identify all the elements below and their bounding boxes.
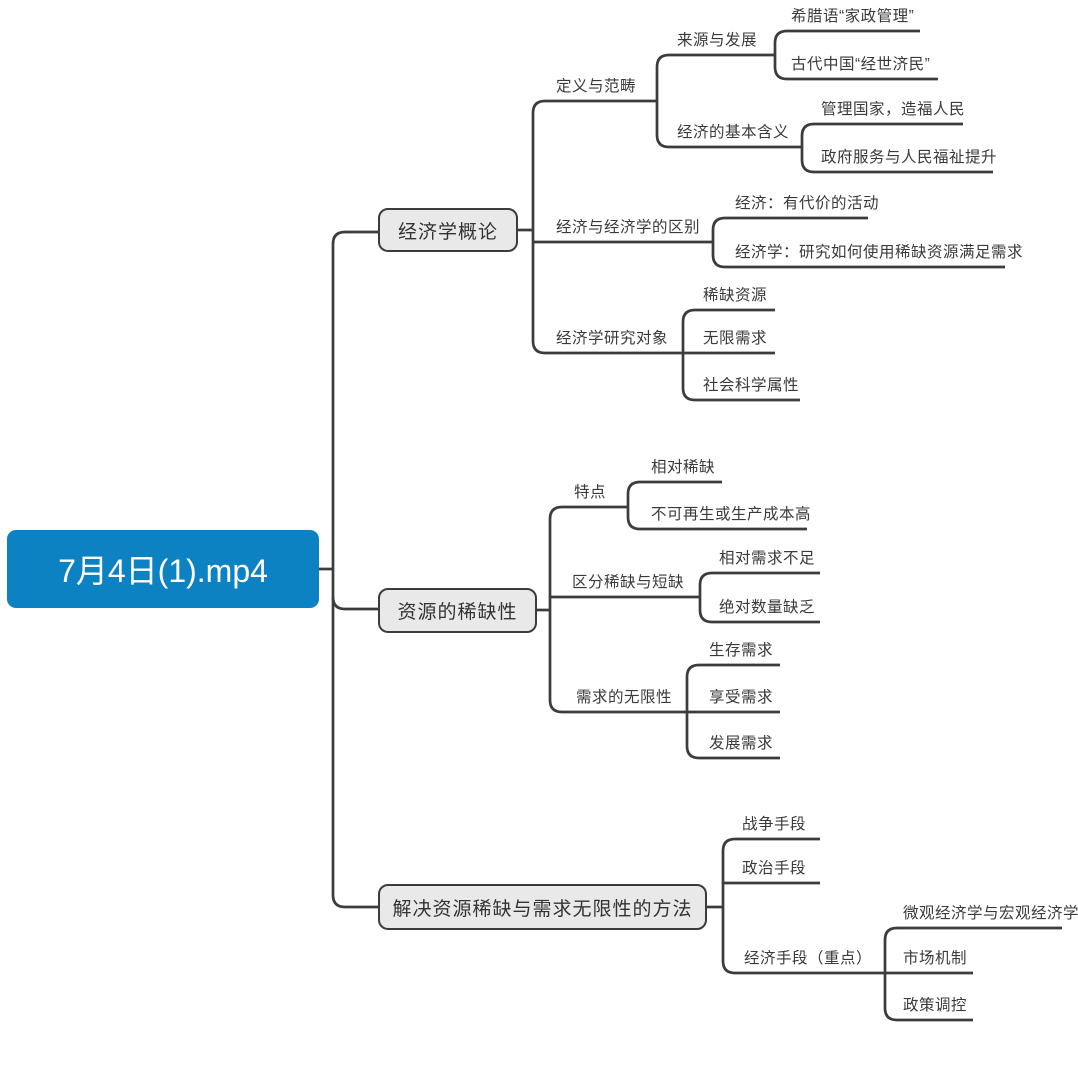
node-survival-needs[interactable]: 生存需求: [709, 642, 774, 659]
node-political-means[interactable]: 政治手段: [742, 860, 807, 877]
branch-scarcity-of-resources[interactable]: 资源的稀缺性: [378, 588, 537, 633]
node-development-needs[interactable]: 发展需求: [709, 735, 774, 752]
node-economy-vs-economics[interactable]: 经济与经济学的区别: [556, 219, 701, 236]
connector-object-children: [681, 308, 800, 402]
node-greek-household-management[interactable]: 希腊语“家政管理”: [791, 8, 915, 25]
connector-shortage-children: [698, 571, 820, 624]
node-relatively-scarce[interactable]: 相对稀缺: [651, 459, 716, 476]
node-unlimitedness-of-demand[interactable]: 需求的无限性: [576, 689, 673, 706]
node-basic-meaning-of-economy[interactable]: 经济的基本含义: [677, 124, 790, 141]
node-scarcity-vs-shortage[interactable]: 区分稀缺与短缺: [572, 574, 685, 591]
node-research-object-of-economics[interactable]: 经济学研究对象: [556, 330, 669, 347]
connector-definition-children: [655, 53, 802, 149]
node-economics-scarce-resources-demand[interactable]: 经济学：研究如何使用稀缺资源满足需求: [735, 244, 1024, 261]
node-micro-macro-economics[interactable]: 微观经济学与宏观经济学: [903, 905, 1078, 922]
connector-trunk: [331, 230, 378, 909]
node-origin-and-development[interactable]: 来源与发展: [677, 32, 758, 49]
node-ancient-china-jingshi-jimin[interactable]: 古代中国“经世济民”: [791, 56, 931, 73]
node-policy-regulation[interactable]: 政策调控: [903, 997, 968, 1014]
connector-trunk-branch2: [331, 596, 378, 611]
node-social-science-attribute[interactable]: 社会科学属性: [703, 377, 800, 394]
connector-meaning-children: [800, 122, 993, 174]
node-relative-demand-insufficient[interactable]: 相对需求不足: [719, 550, 816, 567]
node-war-means[interactable]: 战争手段: [742, 816, 807, 833]
connector-b2-bracket: [548, 505, 687, 714]
root-topic[interactable]: 7月4日(1).mp4: [7, 530, 319, 608]
node-govern-country-benefit-people[interactable]: 管理国家，造福人民: [821, 101, 966, 118]
connector-features-children: [626, 480, 807, 531]
connector-origin-children: [773, 29, 938, 81]
node-nonrenewable-high-cost[interactable]: 不可再生或生产成本高: [651, 506, 812, 523]
branch-methods-to-solve-scarcity[interactable]: 解决资源稀缺与需求无限性的方法: [378, 884, 707, 930]
node-enjoyment-needs[interactable]: 享受需求: [709, 689, 774, 706]
node-economic-means-key-point[interactable]: 经济手段（重点）: [744, 950, 873, 967]
node-characteristics[interactable]: 特点: [574, 484, 607, 501]
branch-intro-to-economics[interactable]: 经济学概论: [378, 208, 518, 252]
node-unlimited-demand[interactable]: 无限需求: [703, 330, 768, 347]
connector-difference-children: [711, 216, 1005, 269]
connector-b3-bracket: [721, 837, 885, 975]
node-government-service-welfare[interactable]: 政府服务与人民福祉提升: [821, 149, 998, 166]
node-market-mechanism[interactable]: 市场机制: [903, 950, 968, 967]
node-absolute-quantity-lack[interactable]: 绝对数量缺乏: [719, 599, 816, 616]
node-scarce-resources[interactable]: 稀缺资源: [703, 287, 768, 304]
node-economy-costly-activity[interactable]: 经济：有代价的活动: [735, 195, 880, 212]
connector-b1-bracket: [531, 99, 683, 355]
node-definition-and-scope[interactable]: 定义与范畴: [556, 78, 637, 95]
